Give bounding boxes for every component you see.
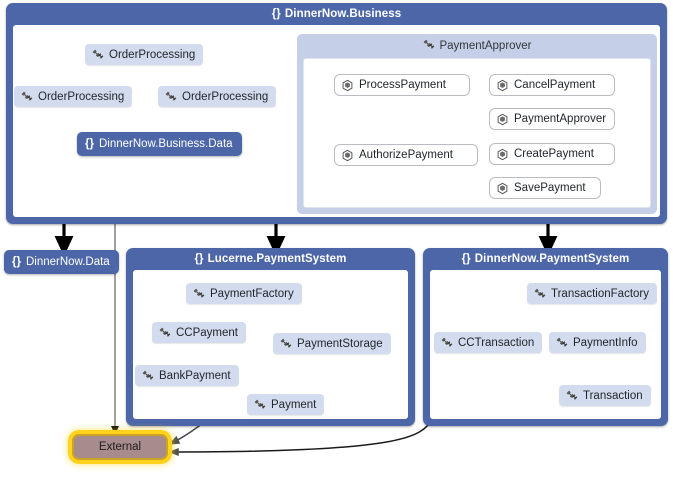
node-label: PaymentStorage bbox=[297, 337, 383, 350]
class-icon bbox=[158, 326, 171, 339]
node-label: CCPayment bbox=[176, 326, 238, 339]
namespace-braces-icon: {} bbox=[271, 8, 281, 20]
group-title: PaymentApprover bbox=[297, 34, 657, 58]
namespace-label: Lucerne.PaymentSystem bbox=[207, 253, 347, 265]
node-label: PaymentFactory bbox=[210, 287, 294, 300]
class-node-transactionfactory[interactable]: TransactionFactory bbox=[527, 283, 657, 304]
node-label: TransactionFactory bbox=[551, 287, 649, 300]
node-label: CreatePayment bbox=[514, 148, 594, 160]
class-node-ccpayment[interactable]: CCPayment bbox=[152, 322, 246, 343]
method-node-processpayment[interactable]: ProcessPayment bbox=[334, 74, 470, 96]
class-node-payment[interactable]: Payment bbox=[247, 394, 325, 415]
namespace-node-dinnernow-data[interactable]: {} DinnerNow.Data bbox=[4, 250, 119, 274]
node-label: Transaction bbox=[583, 389, 643, 402]
node-label: External bbox=[98, 441, 142, 453]
node-label: OrderProcessing bbox=[38, 90, 125, 103]
method-cube-icon bbox=[496, 113, 509, 126]
node-label: SavePayment bbox=[514, 182, 586, 194]
class-icon bbox=[555, 336, 568, 349]
namespace-braces-icon: {} bbox=[12, 256, 21, 268]
external-node[interactable]: External bbox=[72, 434, 168, 460]
node-label: PaymentInfo bbox=[573, 336, 638, 349]
class-icon bbox=[279, 337, 292, 350]
class-node-orderprocessing-left[interactable]: OrderProcessing bbox=[14, 86, 133, 107]
node-label: Payment bbox=[271, 398, 317, 411]
class-icon bbox=[253, 398, 266, 411]
method-node-authorizepayment[interactable]: AuthorizePayment bbox=[334, 144, 478, 166]
class-node-paymentinfo[interactable]: PaymentInfo bbox=[549, 332, 646, 353]
class-icon bbox=[440, 336, 453, 349]
node-label: CCTransaction bbox=[458, 336, 535, 349]
method-cube-icon bbox=[496, 79, 509, 92]
method-node-paymentapprover[interactable]: PaymentApprover bbox=[489, 108, 615, 130]
class-icon bbox=[20, 90, 33, 103]
method-node-savepayment[interactable]: SavePayment bbox=[489, 177, 601, 199]
node-label: OrderProcessing bbox=[182, 90, 269, 103]
class-icon bbox=[422, 38, 435, 51]
node-label: ProcessPayment bbox=[359, 79, 446, 91]
node-label: DinnerNow.Data bbox=[25, 256, 110, 268]
node-label: CancelPayment bbox=[514, 79, 596, 91]
namespace-title: {}DinnerNow.Business bbox=[6, 3, 667, 25]
node-label: AuthorizePayment bbox=[359, 149, 453, 161]
namespace-braces-icon: {} bbox=[194, 253, 204, 265]
namespace-label: DinnerNow.Business bbox=[284, 8, 402, 20]
namespace-label: DinnerNow.PaymentSystem bbox=[474, 253, 630, 265]
class-icon bbox=[565, 389, 578, 402]
class-node-orderprocessing-top[interactable]: OrderProcessing bbox=[85, 44, 204, 65]
class-node-cctransaction[interactable]: CCTransaction bbox=[434, 332, 543, 353]
method-cube-icon bbox=[496, 182, 509, 195]
method-cube-icon bbox=[496, 148, 509, 161]
namespace-title: {}Lucerne.PaymentSystem bbox=[126, 248, 415, 270]
class-node-orderprocessing-right[interactable]: OrderProcessing bbox=[158, 86, 277, 107]
node-label: BankPayment bbox=[159, 369, 231, 382]
node-label: OrderProcessing bbox=[109, 48, 196, 61]
class-node-transaction[interactable]: Transaction bbox=[559, 385, 651, 406]
method-cube-icon bbox=[341, 149, 354, 162]
class-node-paymentfactory[interactable]: PaymentFactory bbox=[186, 283, 302, 304]
group-label: PaymentApprover bbox=[439, 40, 532, 52]
class-icon bbox=[533, 287, 546, 300]
class-icon bbox=[164, 90, 177, 103]
namespace-title: {}DinnerNow.PaymentSystem bbox=[423, 248, 668, 270]
class-icon bbox=[141, 369, 154, 382]
namespace-node-dinnernow-business-data[interactable]: {} DinnerNow.Business.Data bbox=[77, 132, 242, 156]
method-node-cancelpayment[interactable]: CancelPayment bbox=[489, 74, 615, 96]
node-label: PaymentApprover bbox=[514, 113, 607, 125]
namespace-braces-icon: {} bbox=[85, 138, 94, 150]
class-icon bbox=[192, 287, 205, 300]
class-node-bankpayment[interactable]: BankPayment bbox=[135, 365, 239, 386]
namespace-braces-icon: {} bbox=[461, 253, 471, 265]
class-node-paymentstorage[interactable]: PaymentStorage bbox=[273, 333, 391, 354]
node-label: DinnerNow.Business.Data bbox=[98, 138, 233, 150]
method-node-createpayment[interactable]: CreatePayment bbox=[489, 143, 615, 165]
class-icon bbox=[91, 48, 104, 61]
method-cube-icon bbox=[341, 79, 354, 92]
